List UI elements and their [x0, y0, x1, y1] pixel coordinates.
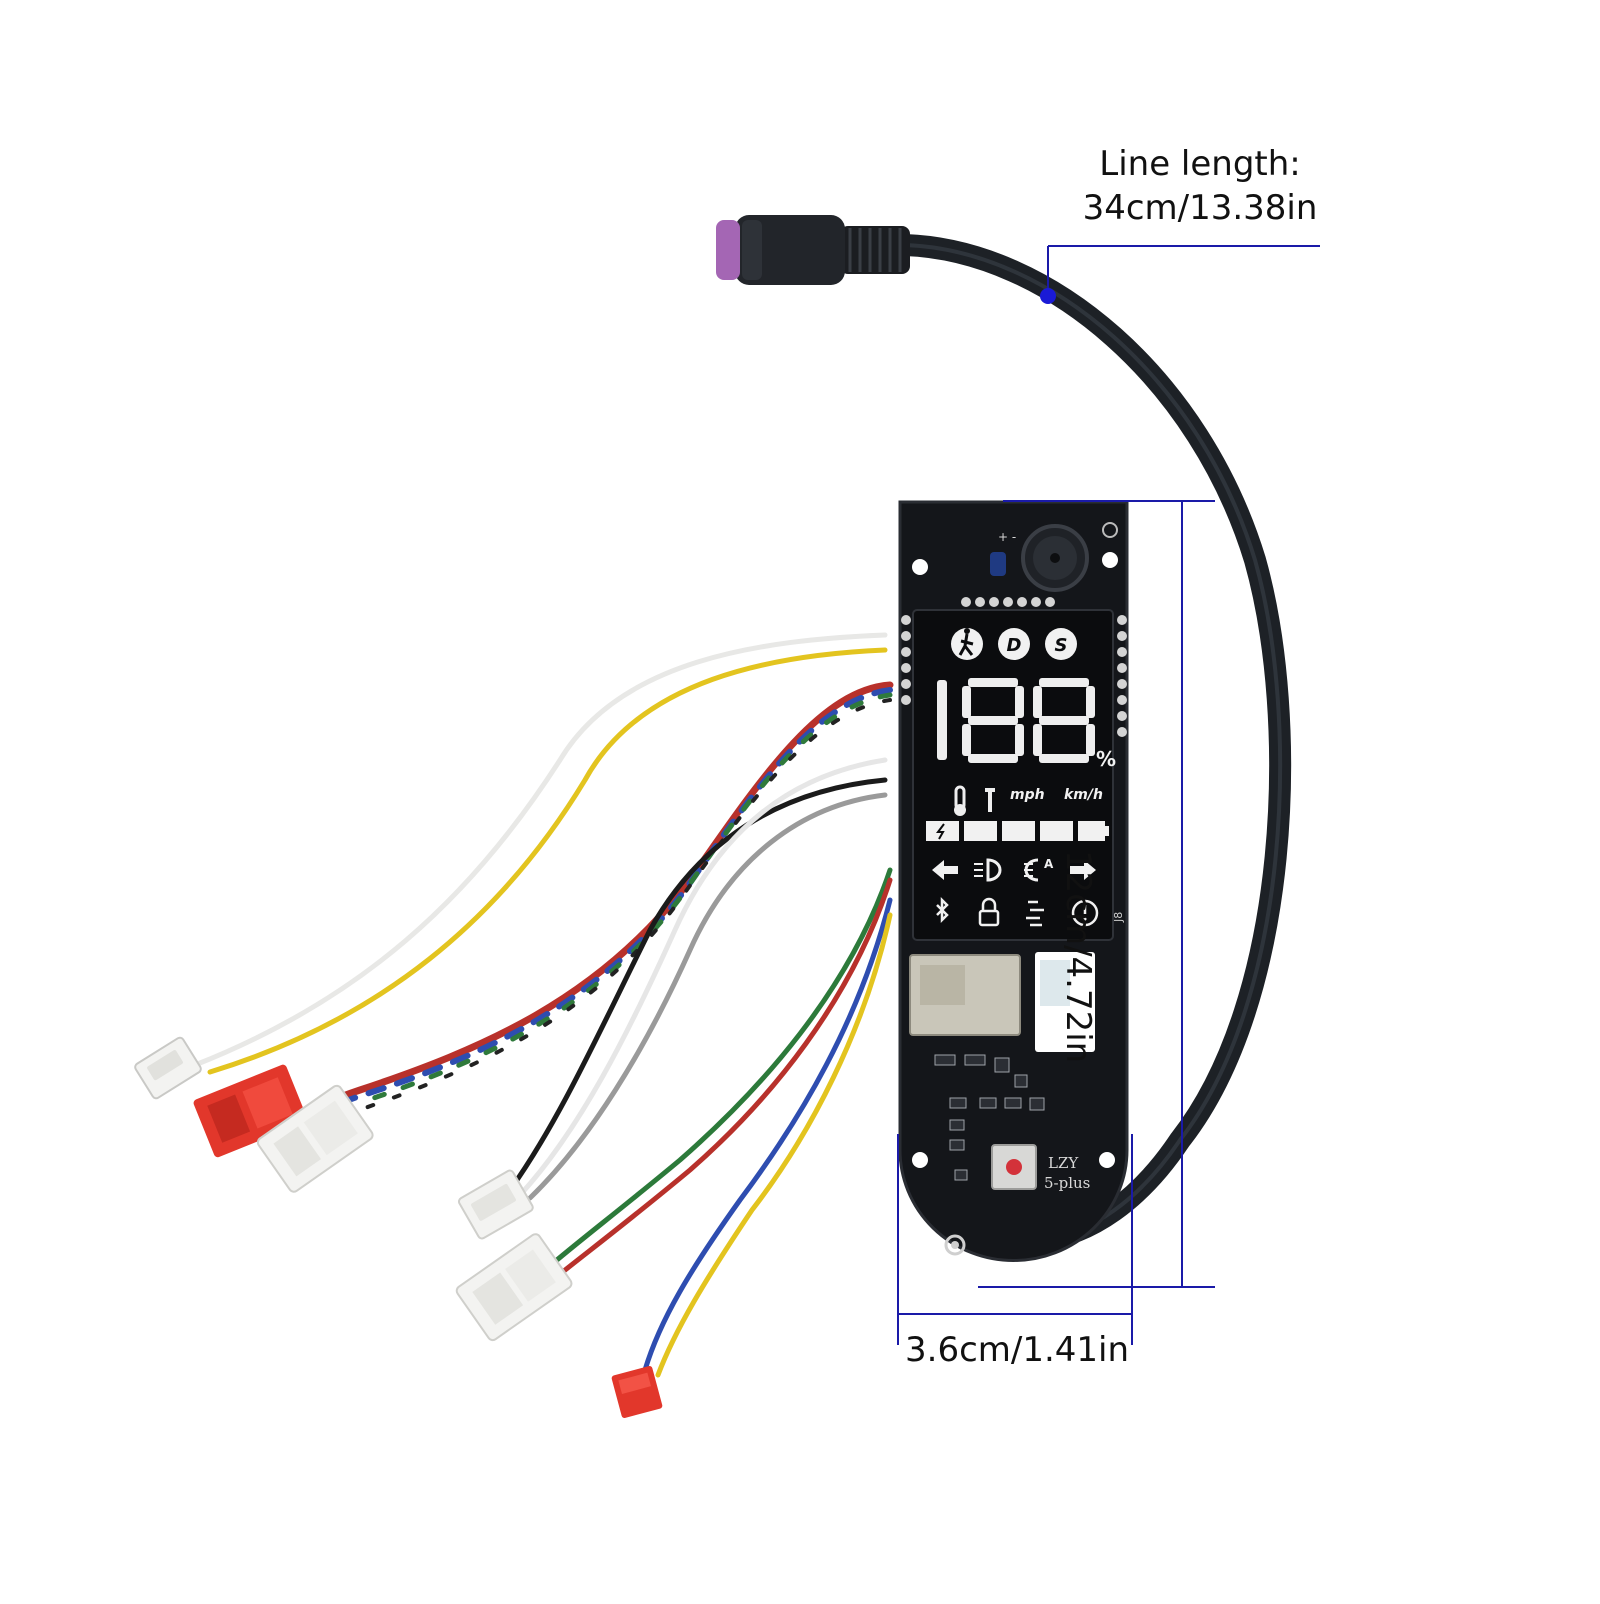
battery-bar — [926, 821, 1109, 841]
red-small-connector — [611, 1365, 663, 1419]
charging-bolt-icon — [936, 823, 945, 840]
width-dimension-label: 3.6cm/1.41in — [905, 1330, 1130, 1370]
seven-segment-digits — [937, 678, 1095, 763]
red-connector — [193, 1064, 308, 1158]
headlight-icon — [986, 858, 1002, 882]
wire-harness — [192, 632, 894, 1378]
lcd-display — [926, 628, 1109, 927]
mode-d-label: D — [1007, 635, 1022, 656]
board-silkscreen-line1: LZY — [1048, 1154, 1079, 1172]
purple-connector-plug — [716, 215, 910, 285]
cable-length-label: Line length: 34cm/13.38in — [1080, 142, 1320, 230]
cable-length-value: 34cm/13.38in — [1082, 188, 1318, 228]
right-turn-arrow-icon — [1070, 860, 1096, 880]
main-cable — [894, 234, 1292, 1251]
cable-measure-point — [1040, 288, 1056, 304]
bluetooth-icon — [936, 896, 949, 924]
mode-d-icon — [998, 628, 1030, 660]
buzzer-polarity-marks: + - — [998, 530, 1016, 544]
mode-s-label: S — [1055, 635, 1068, 656]
walk-figure-icon — [958, 633, 974, 656]
wrench-icon — [985, 788, 995, 812]
unit-kmh: km/h — [1064, 787, 1103, 803]
white-3pin-connector — [457, 1169, 534, 1240]
unit-mph: mph — [1010, 787, 1045, 803]
side-silkscreen-label: J8 — [1112, 912, 1125, 923]
power-warning-icon — [1071, 899, 1099, 927]
height-dimension-label: 12cm/4.72in — [1058, 850, 1098, 1064]
white-large-connector — [455, 1233, 573, 1342]
white-2pin-connector — [134, 1036, 202, 1100]
board-silkscreen-line2: 5-plus — [1044, 1174, 1090, 1192]
cable-length-title: Line length: — [1099, 144, 1301, 184]
left-turn-arrow-icon — [932, 860, 958, 880]
white-4pin-connector — [256, 1084, 374, 1193]
dimension-lines — [897, 245, 1320, 1345]
percent-unit: % — [1096, 747, 1116, 771]
mode-s-icon — [1045, 628, 1077, 660]
auto-headlight-letter: A — [1044, 857, 1054, 871]
lock-icon — [978, 909, 1000, 927]
cruise-icon — [1026, 900, 1044, 927]
